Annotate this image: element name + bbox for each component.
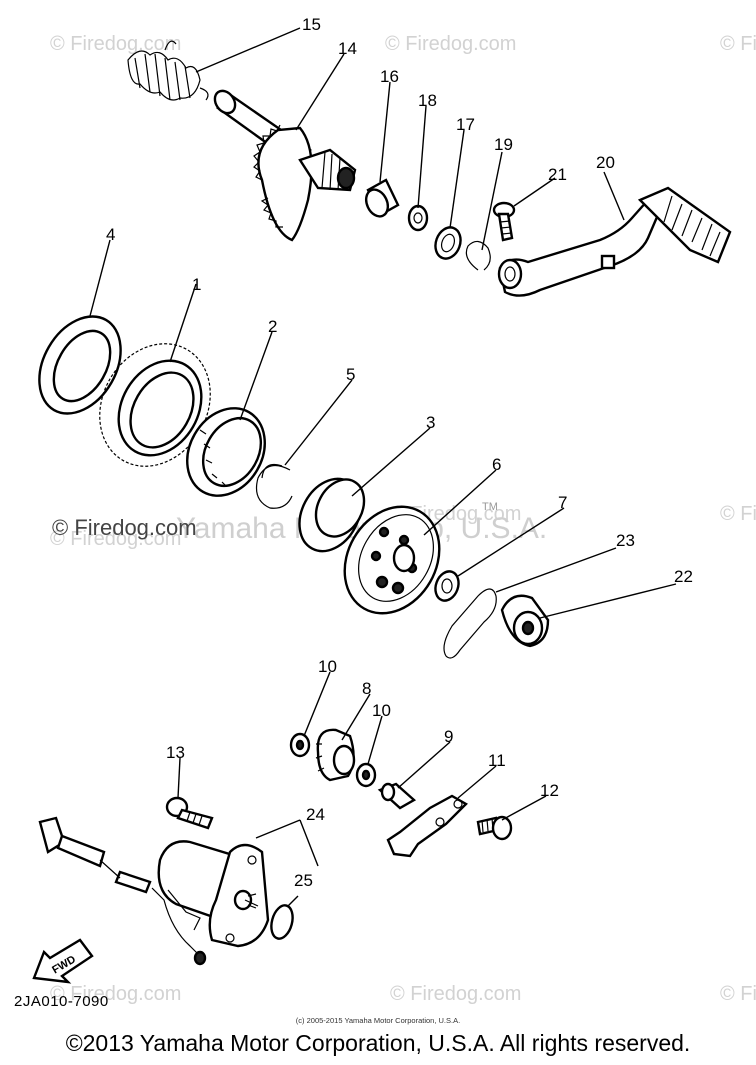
part-25-o-ring (270, 904, 294, 940)
part-10-washer-b (355, 762, 377, 788)
callout-10: 10 (372, 701, 391, 720)
part-10-washer (289, 732, 311, 758)
callout-15: 15 (302, 15, 321, 34)
callout-17: 17 (456, 115, 475, 134)
part-4-seal (38, 315, 122, 415)
callout-13: 13 (166, 743, 185, 762)
part-7-washer (434, 570, 460, 602)
watermark: © Firedog.com (50, 528, 181, 550)
callout-19: 19 (494, 135, 513, 154)
callout-21: 21 (548, 165, 567, 184)
callout-1: 1 (192, 275, 201, 294)
callout-20: 20 (596, 153, 615, 172)
part-13-bolt (165, 796, 214, 830)
main-copyright: ©2013 Yamaha Motor Corporation, U.S.A. A… (65, 1030, 691, 1056)
callouts: 1 2 3 4 5 6 7 8 9 10 10 11 12 13 14 15 1… (106, 15, 693, 890)
callout-22: 22 (674, 567, 693, 586)
small-copyright: (c) 2005-2015 Yamaha Motor Corporation, … (295, 1016, 461, 1025)
part-16-sleeve (364, 178, 400, 218)
callout-12: 12 (540, 781, 559, 800)
callout-6: 6 (492, 455, 501, 474)
part-11-bracket (386, 794, 468, 858)
fwd-arrow: FWD (32, 938, 94, 984)
part-8-gear (315, 728, 356, 782)
part-24-starter-motor (157, 840, 270, 948)
callout-14: 14 (338, 39, 357, 58)
part-9-shaft (377, 782, 417, 810)
leader-lines (89, 27, 677, 907)
part-19-circlip (465, 240, 491, 271)
callout-25: 25 (294, 871, 313, 890)
callout-5: 5 (346, 365, 355, 384)
part-14-kick-shaft (213, 89, 357, 242)
callout-10: 10 (318, 657, 337, 676)
watermark: © Firedog.com (50, 983, 181, 1005)
callout-24: 24 (306, 805, 325, 824)
callout-9: 9 (444, 727, 453, 746)
callout-3: 3 (426, 413, 435, 432)
part-21-bolt (492, 201, 516, 242)
callout-4: 4 (106, 225, 115, 244)
watermark: © Firedog.com (390, 983, 521, 1005)
part-1-ring-gear (99, 343, 211, 467)
part-2-clutch (186, 407, 266, 497)
callout-18: 18 (418, 91, 437, 110)
part-18-washer (407, 204, 429, 232)
part-6-plate (343, 505, 441, 615)
watermark: © Firedog.com (720, 983, 756, 1005)
callout-23: 23 (616, 531, 635, 550)
part-20-kick-crank (497, 186, 732, 297)
watermark-center: © Firedog.com (52, 515, 197, 540)
part-22-gear (500, 594, 550, 648)
part-15-spring (127, 40, 209, 101)
watermark: © Firedog.com (50, 33, 181, 55)
part-17-washer (434, 226, 462, 260)
callout-16: 16 (380, 67, 399, 86)
part-12-bolt (476, 815, 513, 841)
part-23-clip (443, 588, 497, 659)
part-3-bush (298, 477, 366, 553)
callout-2: 2 (268, 317, 277, 336)
part-5-clip (255, 463, 293, 509)
callout-8: 8 (362, 679, 371, 698)
tm-mark: TM (482, 501, 498, 513)
watermark: © Firedog.com (720, 503, 756, 525)
callout-11: 11 (488, 751, 506, 770)
watermark: © Firedog.com (720, 33, 756, 55)
callout-7: 7 (558, 493, 567, 512)
wiring-lead (38, 816, 207, 966)
document-code: 2JA010-7090 (14, 993, 109, 1010)
watermark: © Firedog.com (385, 33, 516, 55)
